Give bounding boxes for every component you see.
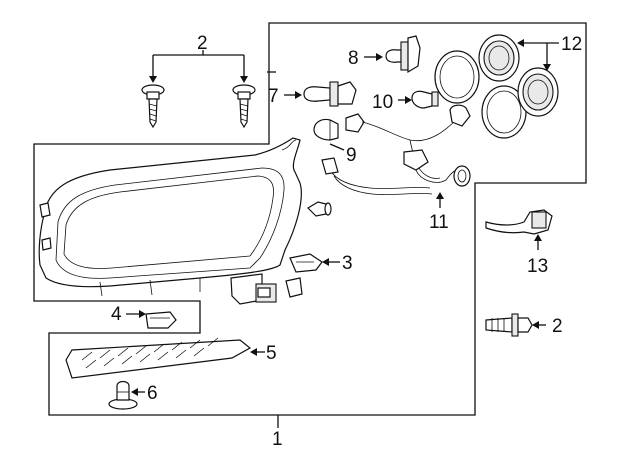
nut-part-icon — [126, 310, 177, 329]
bulb-icon — [313, 118, 345, 151]
callout-12-leaders — [517, 39, 559, 71]
callout-13-label: 13 — [527, 256, 548, 277]
callout-8-label: 8 — [348, 48, 359, 69]
screw-icon — [141, 84, 165, 129]
bulb-icon — [364, 35, 421, 74]
callout-6-label: 6 — [147, 383, 158, 404]
headlamp-assembly-icon — [38, 137, 303, 305]
wiring-harness-icon — [321, 104, 471, 208]
bulb-icon — [284, 81, 357, 107]
screw-icon — [232, 84, 256, 129]
trim-strip-icon — [65, 337, 265, 379]
callout-4-label: 4 — [111, 304, 122, 325]
push-pin-icon — [108, 380, 145, 410]
dust-cap-icon — [517, 67, 559, 117]
callout-11-label: 11 — [429, 212, 449, 233]
pin-part-icon — [307, 201, 332, 217]
bracket-icon — [485, 209, 553, 250]
callout-5-label: 5 — [266, 343, 277, 364]
assembly-frame — [33, 22, 587, 416]
bulb-icon — [398, 90, 439, 109]
dust-cap-icon — [478, 34, 520, 82]
callout-12-label: 12 — [561, 34, 582, 55]
screw-group-top — [141, 50, 256, 129]
callout-2-label: 2 — [197, 33, 208, 54]
screw-icon — [485, 313, 546, 337]
callout-1-label: 1 — [272, 429, 283, 450]
callout-10-label: 10 — [372, 92, 393, 113]
callout-2-label: 2 — [552, 316, 563, 337]
callout-7-label: 7 — [268, 86, 279, 107]
callout-3-label: 3 — [342, 253, 353, 274]
clip-part-icon — [289, 253, 340, 273]
dust-cap-icon — [434, 50, 480, 104]
callout-9-label: 9 — [346, 145, 357, 166]
